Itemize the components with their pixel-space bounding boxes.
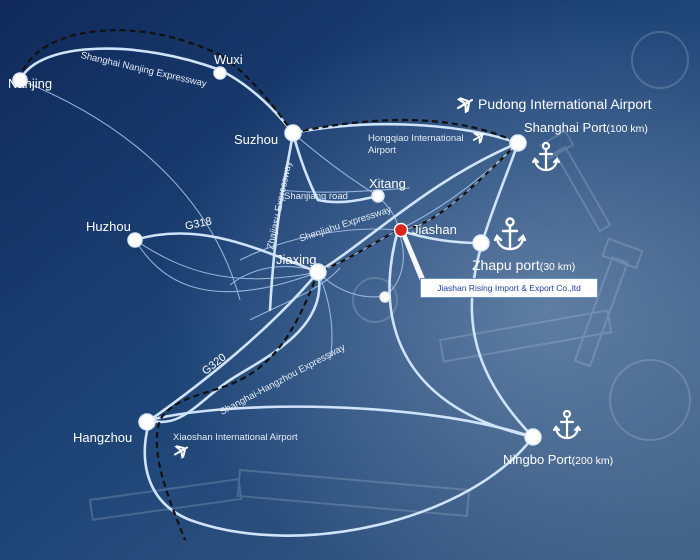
zhapu-port-marker xyxy=(472,234,490,252)
city-markers xyxy=(12,66,542,446)
shanghai-port-distance: (100 km) xyxy=(606,123,648,135)
ningbo-port-marker xyxy=(524,428,542,446)
route-suzhou-xitang xyxy=(291,131,380,204)
nanjing-marker xyxy=(12,72,28,88)
zhapu-port-name: Zhapu port xyxy=(472,257,540,273)
hardware-background xyxy=(88,31,691,521)
road-label-shanjiang: Shanjiang road xyxy=(284,191,348,202)
shanghai-port-marker xyxy=(509,134,527,152)
anchor-icon xyxy=(531,141,561,172)
airplane-icon xyxy=(173,445,189,459)
city-label-suzhou: Suzhou xyxy=(234,132,279,147)
hangzhou-marker xyxy=(138,413,156,431)
port-label-ningbo: Ningbo Port(200 km) xyxy=(503,452,613,467)
airport-label-hongqiao-line1: Hongqiao International xyxy=(368,133,464,144)
company-pointer xyxy=(401,229,426,281)
anchor-icon xyxy=(552,409,582,440)
minor-town-marker xyxy=(379,291,391,303)
jiashan-marker xyxy=(393,222,409,238)
port-label-zhapu: Zhapu port(30 km) xyxy=(472,257,575,273)
route-suzhou-shanghai xyxy=(291,122,520,145)
route-jiaxing-loop xyxy=(148,270,321,424)
wuxi-marker xyxy=(213,66,227,80)
route-ningbo-loop xyxy=(143,418,535,537)
airport-label-hongqiao-line2: Airport xyxy=(368,145,396,156)
airplane-icon xyxy=(472,132,486,144)
route-wuxi-suzhou xyxy=(218,68,295,135)
port-label-shanghai: Shanghai Port(100 km) xyxy=(524,120,648,135)
ningbo-port-name: Ningbo Port xyxy=(503,452,572,467)
huzhou-marker xyxy=(127,232,143,248)
railway-rails xyxy=(317,142,519,273)
city-label-wuxi: Wuxi xyxy=(214,52,243,67)
shanghai-port-name: Shanghai Port xyxy=(524,120,607,135)
city-label-xitang: Xitang xyxy=(369,176,406,191)
ningbo-port-distance: (200 km) xyxy=(571,455,614,467)
city-label-jiashan: Jiashan xyxy=(412,222,457,237)
jiaxing-marker xyxy=(309,263,327,281)
zhapu-port-distance: (30 km) xyxy=(539,261,576,273)
city-label-jiaxing: Jiaxing xyxy=(276,252,317,267)
airport-label-xiaoshan: Xiaoshan International Airport xyxy=(173,432,298,443)
anchor-icon xyxy=(493,217,527,251)
route-huzhou-jiaxing xyxy=(133,232,320,274)
route-jiaxing-hangzhou xyxy=(148,270,320,422)
route-jiaxing-shanghai xyxy=(316,141,520,274)
city-label-nanjing: Nanjing xyxy=(8,76,53,91)
airport-label-pudong: Pudong International Airport xyxy=(478,96,652,112)
route-nanjing-wuxi xyxy=(18,47,222,82)
airplane-icon xyxy=(456,97,474,114)
city-label-huzhou: Huzhou xyxy=(86,219,131,234)
route-jiashan-ningbo xyxy=(388,228,535,439)
route-suzhou-jiaxing xyxy=(268,131,295,312)
city-label-hangzhou: Hangzhou xyxy=(73,430,133,445)
company-callout: Jiashan Rising Import & Export Co.,ltd xyxy=(420,278,598,298)
suzhou-marker xyxy=(284,124,302,142)
xitang-marker xyxy=(371,189,385,203)
